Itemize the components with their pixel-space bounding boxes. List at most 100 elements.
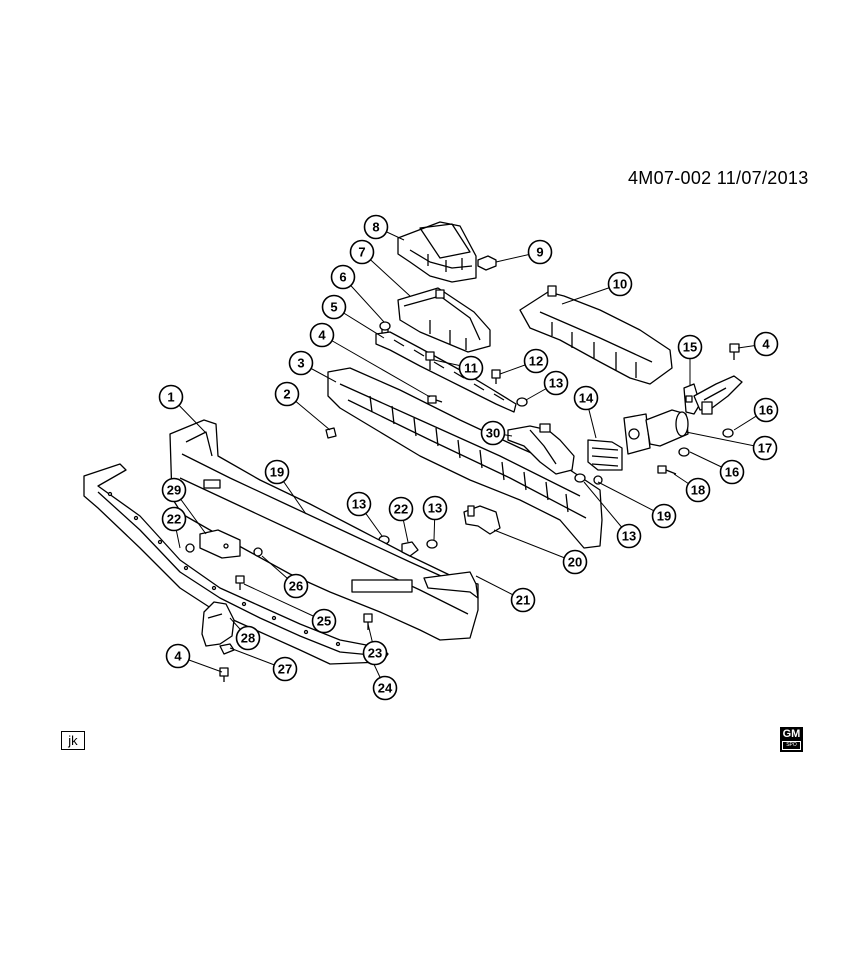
callout-number: 23 xyxy=(368,646,382,661)
callout-number: 5 xyxy=(330,300,337,315)
callout-16: 16 xyxy=(719,459,745,485)
part-28-end-cap xyxy=(201,601,235,647)
part-4-bolt-upper xyxy=(729,343,740,360)
callout-3: 3 xyxy=(288,350,314,376)
callout-circle xyxy=(573,385,599,411)
part-16-washers xyxy=(678,428,734,457)
callout-30: 30 xyxy=(480,420,506,446)
callout-25: 25 xyxy=(311,608,337,634)
callout-12: 12 xyxy=(523,348,549,374)
part-14-plate xyxy=(587,439,623,471)
callout-number: 4 xyxy=(318,328,326,343)
callout-27: 27 xyxy=(272,656,298,682)
part-26-screw xyxy=(253,547,263,557)
gm-logo-subtext: SPO xyxy=(782,741,801,750)
callout-13: 13 xyxy=(616,523,642,549)
callout-circle xyxy=(362,640,388,666)
callout-number: 29 xyxy=(167,483,181,498)
callout-circle xyxy=(562,549,588,575)
callout-circle xyxy=(677,334,703,360)
callout-circle xyxy=(651,503,677,529)
part-5-absorber xyxy=(375,331,517,413)
callout-circle xyxy=(527,239,553,265)
part-drawings xyxy=(83,221,743,682)
callout-22: 22 xyxy=(388,496,414,522)
callout-circle xyxy=(510,587,536,613)
callout-23: 23 xyxy=(362,640,388,666)
callout-number: 13 xyxy=(549,376,563,391)
callout-circle xyxy=(161,477,187,503)
callout-number: 22 xyxy=(394,502,408,517)
callout-22: 22 xyxy=(161,506,187,532)
callout-number: 3 xyxy=(297,356,304,371)
callout-6: 6 xyxy=(330,264,356,290)
callout-number: 13 xyxy=(352,497,366,512)
part-25-screw xyxy=(235,575,245,590)
callout-circle xyxy=(372,675,398,701)
callout-24: 24 xyxy=(372,675,398,701)
part-24-rub-strip xyxy=(83,463,389,665)
part-15-bracket xyxy=(683,383,701,415)
callout-circle xyxy=(616,523,642,549)
callout-number: 9 xyxy=(536,245,543,260)
callout-13: 13 xyxy=(346,491,372,517)
part-4-bolt-lower xyxy=(219,667,229,682)
callout-circle xyxy=(288,350,314,376)
part-9-clip xyxy=(477,255,497,271)
callout-21: 21 xyxy=(510,587,536,613)
callout-circle xyxy=(543,370,569,396)
callout-2: 2 xyxy=(274,381,300,407)
callout-19: 19 xyxy=(651,503,677,529)
callout-19: 19 xyxy=(264,459,290,485)
part-18-bolt xyxy=(657,465,677,475)
callout-number: 6 xyxy=(339,270,346,285)
callout-circle xyxy=(165,643,191,669)
callout-number: 16 xyxy=(759,403,773,418)
callout-number: 24 xyxy=(378,681,393,696)
callout-circle xyxy=(330,264,356,290)
callout-circle xyxy=(283,573,309,599)
callout-number: 12 xyxy=(529,354,543,369)
callout-number: 4 xyxy=(174,649,182,664)
callout-9: 9 xyxy=(527,239,553,265)
callout-circle xyxy=(752,435,778,461)
callout-8: 8 xyxy=(363,214,389,240)
part-8-bracket xyxy=(397,221,477,283)
callout-circle xyxy=(753,331,779,357)
callout-number: 7 xyxy=(358,245,365,260)
callout-20: 20 xyxy=(562,549,588,575)
callout-circle xyxy=(274,381,300,407)
part-1-face-bar xyxy=(169,419,479,641)
callout-14: 14 xyxy=(573,385,599,411)
callout-circle xyxy=(311,608,337,634)
callout-4: 4 xyxy=(165,643,191,669)
callout-7: 7 xyxy=(349,239,375,265)
part-2-nut xyxy=(325,427,337,439)
callout-26: 26 xyxy=(283,573,309,599)
callout-circle xyxy=(309,322,335,348)
callout-17: 17 xyxy=(752,435,778,461)
callout-number: 20 xyxy=(568,555,582,570)
callout-circle xyxy=(363,214,389,240)
callout-18: 18 xyxy=(685,477,711,503)
document-code: 4M07-002 11/07/2013 xyxy=(628,168,809,188)
callout-number: 4 xyxy=(762,337,770,352)
callout-circle xyxy=(349,239,375,265)
callout-circle xyxy=(272,656,298,682)
callout-circle xyxy=(422,495,448,521)
callout-28: 28 xyxy=(235,625,261,651)
callout-number: 19 xyxy=(657,509,671,524)
callout-number: 17 xyxy=(758,441,772,456)
callout-number: 1 xyxy=(167,390,174,405)
callout-10: 10 xyxy=(607,271,633,297)
part-23-bolt xyxy=(363,613,373,630)
callout-number: 8 xyxy=(372,220,379,235)
part-29-bracket xyxy=(199,529,241,559)
callout-circle xyxy=(480,420,506,446)
callout-number: 11 xyxy=(464,361,478,376)
callout-number: 15 xyxy=(683,340,697,355)
part-20-bracket xyxy=(463,505,501,535)
callout-number: 27 xyxy=(278,662,292,677)
part-4-bolt-mid xyxy=(427,395,443,404)
